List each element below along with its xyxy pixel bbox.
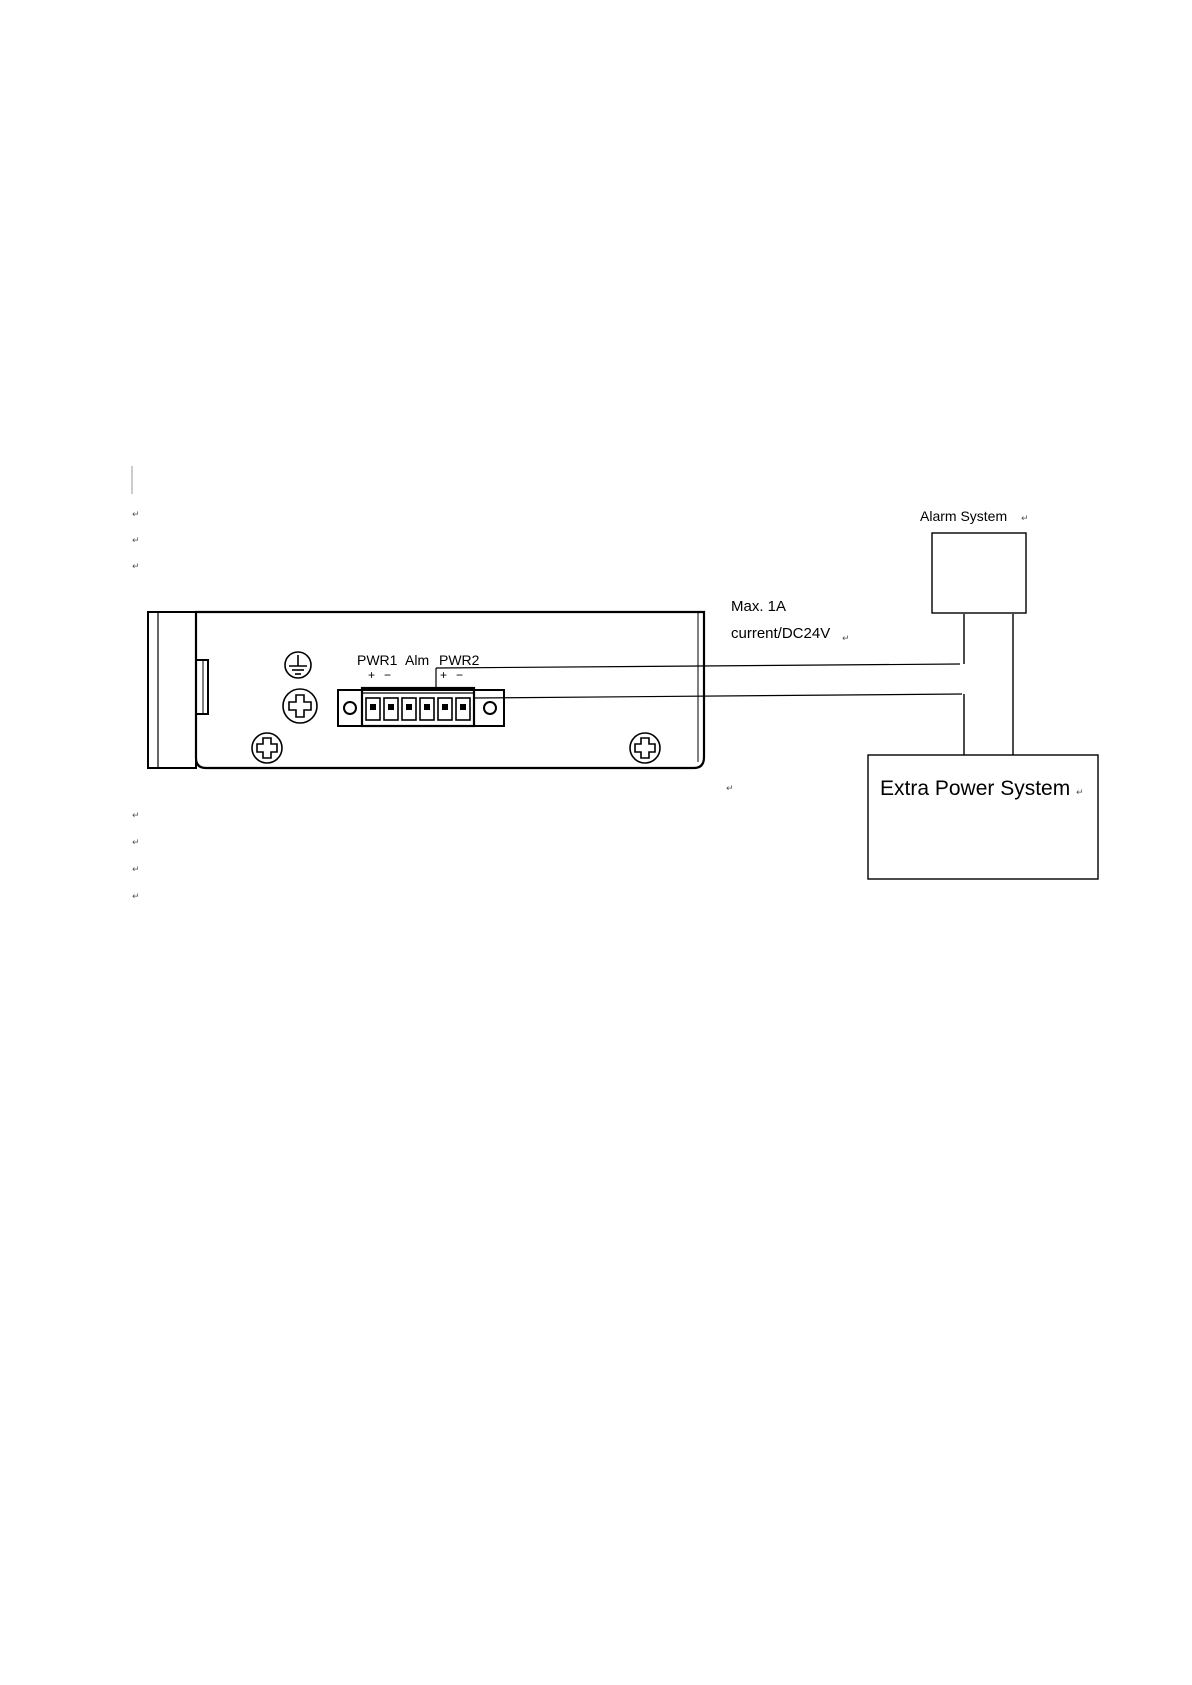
para-mark: ↵	[132, 562, 140, 572]
ground-icon	[285, 652, 311, 678]
para-mark: ↵	[1021, 514, 1029, 524]
alm-label: Alm	[405, 652, 429, 668]
extra-power-system-box	[868, 755, 1098, 879]
mounting-screw-left-icon	[252, 733, 282, 763]
para-mark: ↵	[132, 865, 140, 875]
pwr1-plus-label: +	[368, 668, 375, 682]
terminal-block	[338, 688, 504, 726]
para-mark: ↵	[726, 784, 734, 794]
spec-line-1: Max. 1A	[731, 598, 786, 615]
para-mark: ↵	[132, 811, 140, 821]
alarm-system-label: Alarm System	[920, 508, 1007, 524]
extra-power-system-label: Extra Power System	[880, 777, 1070, 800]
para-mark: ↵	[1076, 788, 1084, 798]
pwr1-minus-label: −	[384, 668, 391, 682]
para-mark: ↵	[132, 892, 140, 902]
para-mark: ↵	[842, 634, 850, 644]
mounting-screw-right-icon	[630, 733, 660, 763]
alarm-system-box	[932, 533, 1026, 613]
para-mark: ↵	[132, 536, 140, 546]
power-wire	[474, 694, 962, 698]
para-mark: ↵	[132, 838, 140, 848]
pwr2-label: PWR2	[439, 652, 480, 668]
spec-line-2: current/DC24V	[731, 625, 830, 642]
pwr2-minus-label: −	[456, 668, 463, 682]
ground-screw-icon	[283, 689, 317, 723]
pwr1-label: PWR1	[357, 652, 398, 668]
para-mark: ↵	[132, 510, 140, 520]
pwr2-plus-label: +	[440, 668, 447, 682]
